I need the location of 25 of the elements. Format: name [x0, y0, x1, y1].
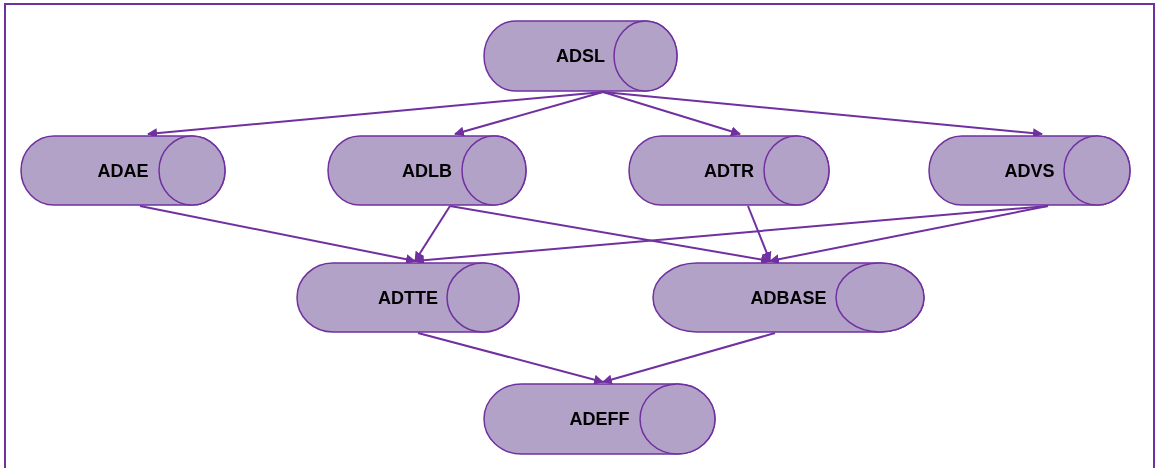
node-label: ADLB [402, 160, 452, 181]
arrow [454, 91, 604, 137]
arrow [602, 91, 741, 137]
arrow [449, 205, 771, 265]
node-label: ADBASE [750, 287, 827, 308]
arrow [747, 205, 772, 262]
arrow [417, 332, 604, 385]
node-label: ADTTE [378, 287, 438, 308]
node-label: ADEFF [569, 408, 630, 430]
cylinder-node [296, 262, 520, 333]
cylinder-node [20, 135, 226, 206]
cylinder-node [483, 20, 678, 92]
cylinder-node [928, 135, 1131, 206]
node-label: ADSL [556, 45, 605, 67]
arrow [414, 205, 451, 262]
node-label: ADVS [1004, 160, 1055, 181]
cylinder-node [652, 262, 925, 333]
arrow [769, 205, 1049, 265]
cylinder-node [628, 135, 830, 206]
cylinder-node [483, 383, 716, 455]
cylinder-node [327, 135, 527, 206]
arrow [602, 332, 776, 385]
arrow [139, 205, 416, 265]
node-label: ADAE [97, 160, 149, 181]
node-label: ADTR [704, 160, 754, 181]
